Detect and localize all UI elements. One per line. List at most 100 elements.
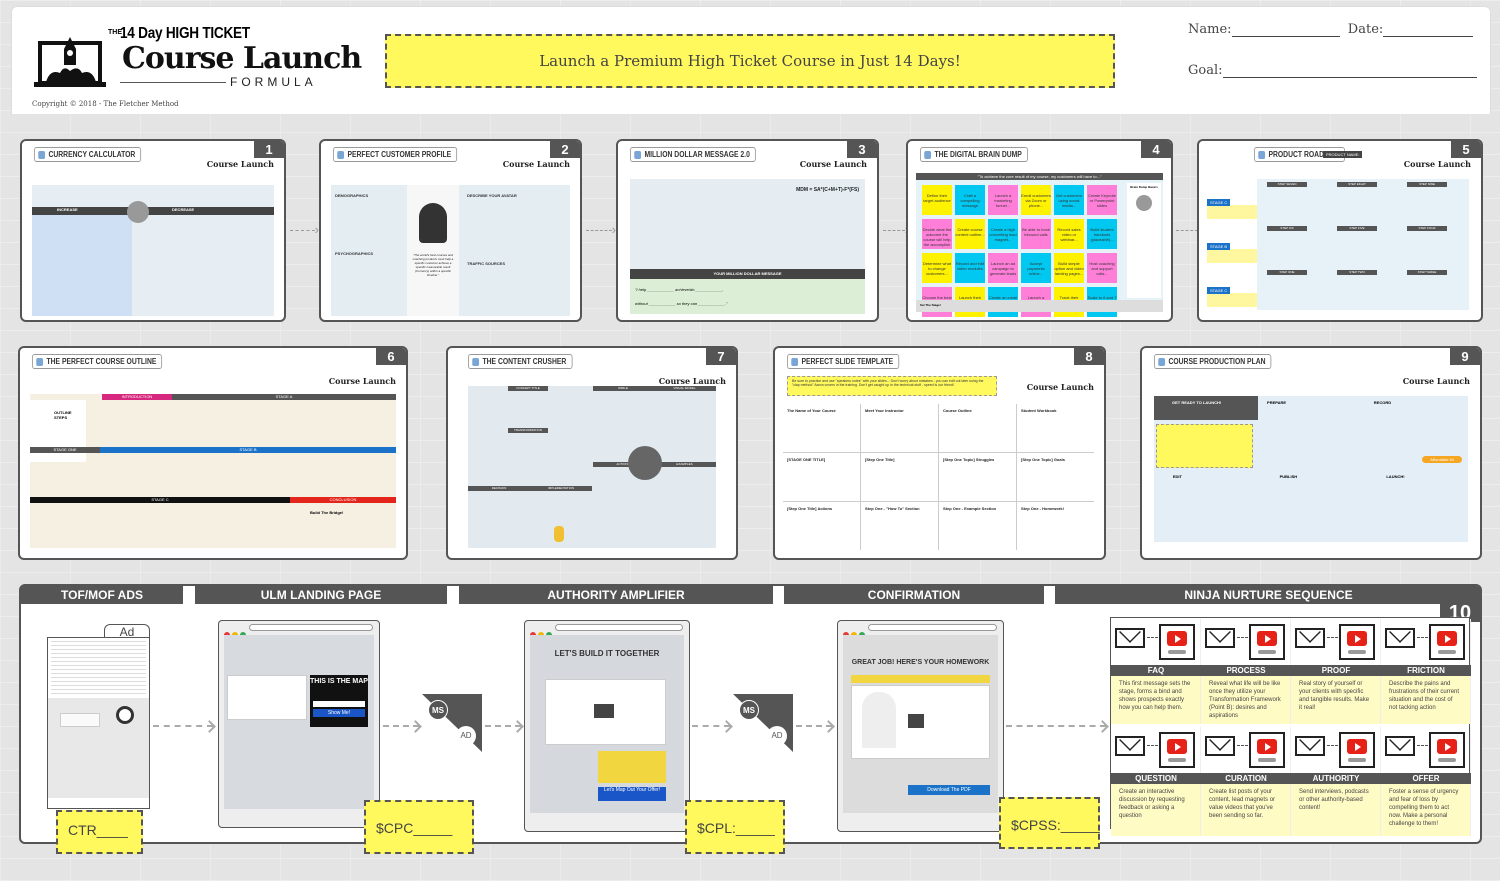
ms-ad-badge: MS AD (733, 694, 793, 752)
email-icon (1295, 628, 1325, 648)
cpc-metric[interactable]: $CPC_____ (364, 800, 474, 854)
step-title: THE CONTENT CRUSHER (468, 354, 573, 369)
video-player[interactable] (545, 679, 666, 745)
slide-thumbnail: The Name of Your Course (783, 404, 860, 452)
step-number: 9 (1450, 348, 1480, 365)
cpl-metric[interactable]: $CPL:_____ (685, 800, 785, 854)
sticky-note: Create a high converting lead magnet... (988, 219, 1018, 249)
youtube-video-icon[interactable] (1429, 732, 1465, 768)
facebook-ad-preview[interactable] (47, 637, 150, 809)
date-label: Date: (1347, 22, 1384, 37)
step-card-7[interactable]: 7 THE CONTENT CRUSHER Course Launch CONC… (446, 346, 738, 560)
slide-thumbnail: Course Outline (939, 404, 1016, 452)
tagline-banner: Launch a Premium High Ticket Course in J… (385, 34, 1115, 88)
step-card-8[interactable]: 8 PERFECT SLIDE TEMPLATE Course Launch B… (773, 346, 1106, 560)
roadmap-step-label: STEP SEVEN (1267, 182, 1307, 187)
step-number: 5 (1451, 141, 1481, 158)
address-bar (555, 624, 683, 631)
rocket-laptop-icon (34, 37, 106, 87)
funnel-stage-header: AUTHORITY AMPLIFIER (459, 586, 773, 604)
email-video-pair (1111, 727, 1201, 773)
sticky-note: Create course content outline... (955, 219, 985, 249)
authority-amplifier-browser[interactable]: LET'S BUILD IT TOGETHER Let's Map Out Yo… (524, 620, 690, 832)
nurture-label: PROOF (1291, 665, 1381, 676)
show-me-button[interactable]: Show Me! (313, 709, 365, 717)
play-icon[interactable] (594, 704, 614, 718)
youtube-video-icon[interactable] (1159, 732, 1195, 768)
page-header: THE 14 Day HIGH TICKET Course Launch FOR… (11, 6, 1491, 114)
flow-arrow (485, 725, 521, 727)
email-icon (1115, 628, 1145, 648)
step-card-4[interactable]: 4 THE DIGITAL BRAIN DUMP "To achieve the… (906, 139, 1173, 322)
youtube-video-icon[interactable] (1339, 624, 1375, 660)
flow-arrow (796, 725, 832, 727)
keyboard-image (60, 713, 100, 727)
flow-arrow (586, 222, 616, 237)
step-card-3[interactable]: 3 MILLION DOLLAR MESSAGE 2.0 Course Laun… (616, 139, 879, 322)
download-pdf-button[interactable]: Download The PDF (908, 785, 990, 795)
slide-thumbnail: Step One - Example Section (939, 502, 1016, 550)
mini-logo: Course Launch (1402, 376, 1470, 386)
mini-logo: Course Launch (799, 159, 867, 169)
sticky-note: Define their target audience (922, 185, 952, 215)
step-card-9[interactable]: 9 COURSE PRODUCTION PLAN Course Launch G… (1140, 346, 1482, 560)
brain-icon (628, 446, 662, 480)
funnel-stage-header: TOF/MOF ADS (21, 586, 183, 604)
logo-title: Course Launch (122, 41, 362, 76)
ulm-landing-browser[interactable]: THIS IS THE MAP Show Me! (218, 620, 380, 828)
funnel-stage-header: NINJA NURTURE SEQUENCE (1055, 586, 1482, 604)
sticky-note: Launch a marketing funnel... (988, 185, 1018, 215)
nurture-description: Create an interactive discussion by requ… (1111, 784, 1201, 836)
important-note (598, 751, 666, 783)
step-card-2[interactable]: 2 PERFECT CUSTOMER PROFILE Course Launch… (319, 139, 582, 322)
flow-arrow (883, 222, 909, 237)
step-number: 7 (706, 348, 736, 365)
roadmap-step-label: STEP ONE (1267, 270, 1307, 275)
name-field[interactable] (1231, 24, 1340, 37)
slide-thumbnail: Step One - Homework! (1017, 502, 1094, 550)
name-date-row: Name: Date: (1188, 22, 1474, 37)
logo-headline: 14 Day HIGH TICKET (120, 25, 250, 42)
logo-the: THE (108, 29, 122, 36)
roadmap-step-label: STEP SIX (1267, 226, 1307, 231)
nurture-description: Create list posts of your content, lead … (1201, 784, 1291, 836)
step-title: PERFECT CUSTOMER PROFILE (333, 147, 458, 162)
ctr-metric[interactable]: CTR____ (56, 810, 143, 854)
cpss-metric[interactable]: $CPSS:_____ (999, 797, 1100, 849)
confirmation-browser[interactable]: GREAT JOB! HERE'S YOUR HOMEWORK Download… (837, 620, 1004, 832)
address-bar (249, 624, 373, 631)
youtube-video-icon[interactable] (1429, 624, 1465, 660)
brain-dump-basics: Brain Dump Basics (1127, 183, 1161, 298)
address-bar (868, 624, 997, 631)
goal-field[interactable] (1222, 65, 1477, 78)
affordable-mic-button[interactable]: Affordable Mi (1422, 456, 1462, 463)
funnel-stage-header: CONFIRMATION (784, 586, 1044, 604)
step-card-1[interactable]: 1 CURRENCY CALCULATOR Course Launch INCR… (20, 139, 286, 322)
map-offer-button[interactable]: Let's Map Out Your Offer! (598, 787, 666, 801)
email-input[interactable] (313, 701, 365, 707)
nurture-label: FRICTION (1381, 665, 1471, 676)
youtube-video-icon[interactable] (1159, 624, 1195, 660)
video-player[interactable] (851, 685, 990, 759)
calculator-icon (127, 201, 149, 223)
flow-arrow (153, 725, 213, 727)
play-icon[interactable] (908, 714, 924, 728)
youtube-video-icon[interactable] (1249, 624, 1285, 660)
slide-thumbnail: [Step One Title] Actions (783, 502, 860, 550)
mini-logo: Course Launch (328, 376, 396, 386)
roadmap-step-label: STEP FOUR (1407, 226, 1447, 231)
step-card-5[interactable]: 5 PRODUCT ROADMAP PRODUCT NAME: Course L… (1197, 139, 1483, 322)
date-field[interactable] (1383, 24, 1474, 37)
youtube-video-icon[interactable] (1339, 732, 1375, 768)
nurture-label: AUTHORITY (1291, 773, 1381, 784)
brain-icon (1136, 195, 1152, 211)
sticky-note: Get customers using social media... (1054, 185, 1084, 215)
sticky-note: Accept payments online... (1021, 253, 1051, 283)
course-launch-logo: THE 14 Day HIGH TICKET Course Launch FOR… (34, 25, 374, 95)
roadmap-step-label: STEP FIVE (1337, 226, 1377, 231)
youtube-video-icon[interactable] (1249, 732, 1285, 768)
step-card-6[interactable]: 6 THE PERFECT COURSE OUTLINE Course Laun… (18, 346, 408, 560)
nurture-label: OFFER (1381, 773, 1471, 784)
stage-box: STAGE C (1207, 287, 1257, 307)
flow-arrow (1006, 725, 1106, 727)
